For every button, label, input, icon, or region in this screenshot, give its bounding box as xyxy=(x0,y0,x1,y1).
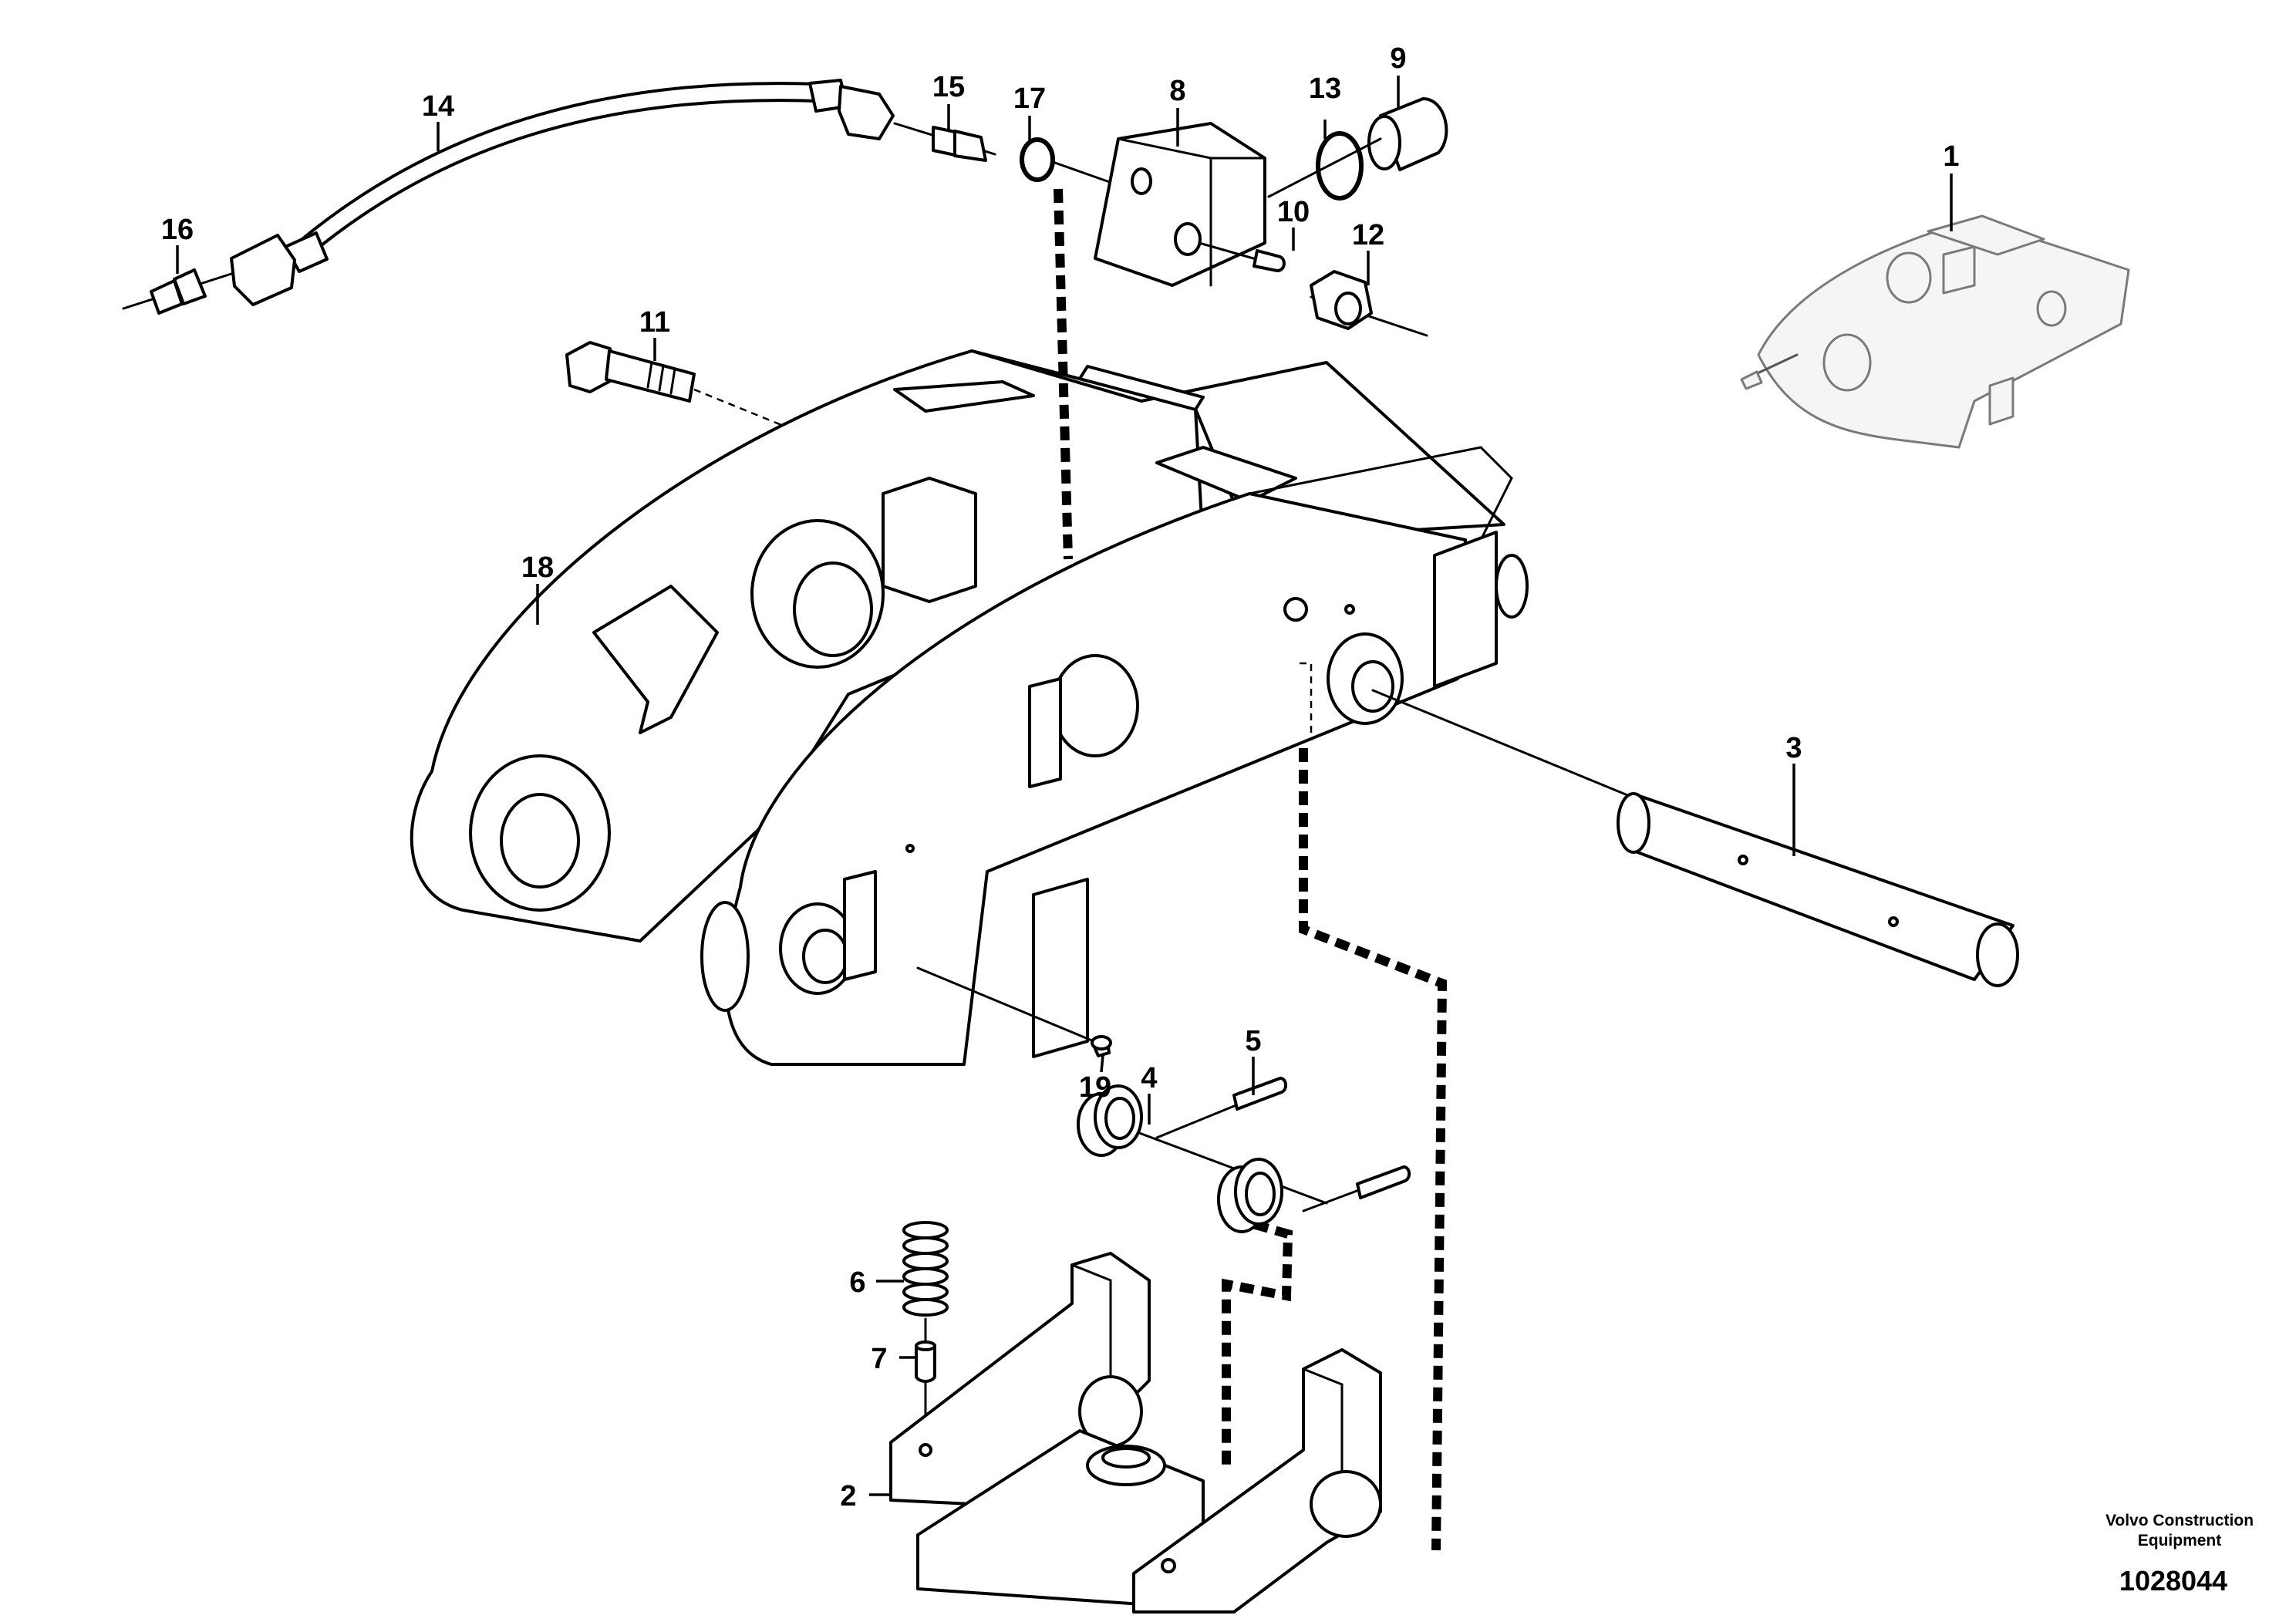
leader-lines xyxy=(176,76,1953,1496)
hose-route-dashed-link xyxy=(1222,1214,1293,1465)
nut-12 xyxy=(1310,270,1428,337)
o-ring-17 xyxy=(1020,137,1120,187)
callout-16: 16 xyxy=(161,214,194,246)
callout-5: 5 xyxy=(1245,1025,1261,1057)
valve-block-8 xyxy=(1094,122,1266,287)
pin-5 xyxy=(1155,1077,1411,1212)
callout-13: 13 xyxy=(1309,73,1341,105)
fitting-15 xyxy=(893,122,996,162)
quick-coupler-frame-18 xyxy=(410,349,1529,1066)
callout-18: 18 xyxy=(521,551,554,584)
collar-4 xyxy=(1077,1084,1328,1233)
brand-line-2: Equipment xyxy=(2138,1532,2222,1549)
callout-1: 1 xyxy=(1943,140,1959,173)
callout-14: 14 xyxy=(422,90,454,123)
plug-9 xyxy=(1367,97,1448,171)
callout-6: 6 xyxy=(849,1266,865,1299)
callout-10: 10 xyxy=(1277,196,1310,228)
pin-10 xyxy=(1198,241,1286,272)
callout-11: 11 xyxy=(639,306,670,339)
callout-2: 2 xyxy=(840,1480,856,1512)
drawing-footer: Volvo Construction Equipment 1028044 xyxy=(2106,1512,2254,1597)
hydraulic-hose-14 xyxy=(230,79,895,306)
spring-6 xyxy=(902,1221,949,1317)
hose-route-dashed xyxy=(1054,188,1073,560)
callout-12: 12 xyxy=(1352,219,1384,251)
hose-route-dashed-lower xyxy=(1299,748,1448,1551)
callout-15: 15 xyxy=(932,71,965,103)
callout-4: 4 xyxy=(1141,1062,1157,1094)
callout-labels: 1 2 3 4 5 6 7 8 9 10 11 12 13 14 15 16 1… xyxy=(161,42,1960,1512)
callout-3: 3 xyxy=(1785,732,1802,764)
fitting-16 xyxy=(122,268,233,315)
callout-19: 19 xyxy=(1079,1071,1111,1104)
locking-wedge-2 xyxy=(889,1252,1382,1614)
drawing-number: 1028044 xyxy=(2119,1565,2227,1597)
callout-17: 17 xyxy=(1013,83,1046,115)
pin-3 xyxy=(1371,689,2019,987)
brand-line-1: Volvo Construction xyxy=(2106,1512,2254,1529)
o-ring-13 xyxy=(1267,131,1382,201)
callout-8: 8 xyxy=(1169,75,1185,107)
callout-9: 9 xyxy=(1390,42,1406,75)
callout-7: 7 xyxy=(871,1343,887,1375)
assembly-overview-1 xyxy=(1740,214,2130,449)
